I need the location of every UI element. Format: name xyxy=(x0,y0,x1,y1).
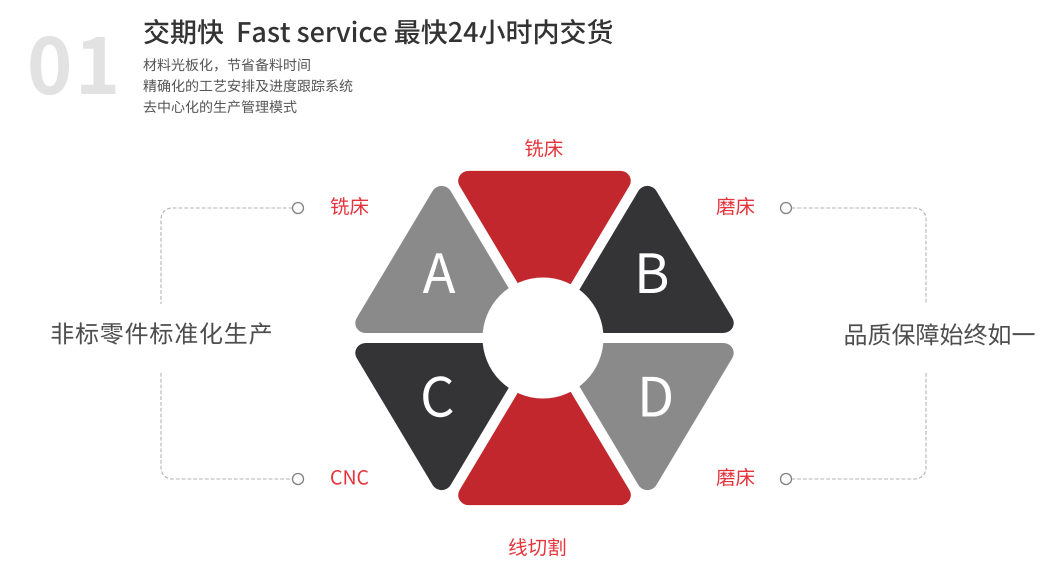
hex-letter-c: C xyxy=(420,354,454,433)
slide-subtitle: 材料光板化，节省备料时间 精确化的工艺安排及进度跟踪系统 去中心化的生产管理模式 xyxy=(143,55,353,117)
hex-sector-upper-left xyxy=(355,185,528,333)
connector-ring xyxy=(291,472,305,486)
hex-label-bottom: 线切割 xyxy=(508,531,567,561)
left-caption: 非标零件标准化生产 xyxy=(50,314,274,349)
hex-sector-bottom xyxy=(458,358,631,506)
connector-left xyxy=(160,207,293,480)
hex-sector-top xyxy=(458,170,631,318)
hexagon-sectors xyxy=(355,170,734,506)
slide-title: 交期快 Fast service 最快24小时内交货 xyxy=(143,11,614,50)
hexagon-center-circle xyxy=(482,277,604,399)
connector-lines xyxy=(160,201,927,486)
subtitle-line-2: 精确化的工艺安排及进度跟踪系统 xyxy=(143,75,353,96)
connector-ring xyxy=(779,472,793,486)
hex-sector-upper-right xyxy=(561,185,734,333)
subtitle-line-3: 去中心化的生产管理模式 xyxy=(143,96,297,117)
connector-ring xyxy=(291,201,305,215)
slide-number: 01 xyxy=(27,6,123,117)
hex-letter-d: D xyxy=(637,354,674,433)
hex-letter-b: B xyxy=(634,230,669,309)
hex-label-lower-left: CNC xyxy=(330,461,369,491)
hex-label-lower-right: 磨床 xyxy=(715,461,756,491)
right-caption: 品质保障始终如一 xyxy=(843,315,1036,351)
hexagon-overlay: A B C D xyxy=(420,230,674,433)
hex-label-top: 铣床 xyxy=(524,132,564,162)
connector-ring xyxy=(779,201,793,215)
hex-label-upper-right: 磨床 xyxy=(715,190,756,220)
connector-right xyxy=(791,207,927,480)
subtitle-line-1: 材料光板化，节省备料时间 xyxy=(143,55,311,75)
hex-sector-lower-left xyxy=(355,343,528,491)
hex-sector-lower-right xyxy=(561,343,734,491)
hex-label-upper-left: 铣床 xyxy=(329,190,370,220)
hex-letter-a: A xyxy=(423,230,456,309)
